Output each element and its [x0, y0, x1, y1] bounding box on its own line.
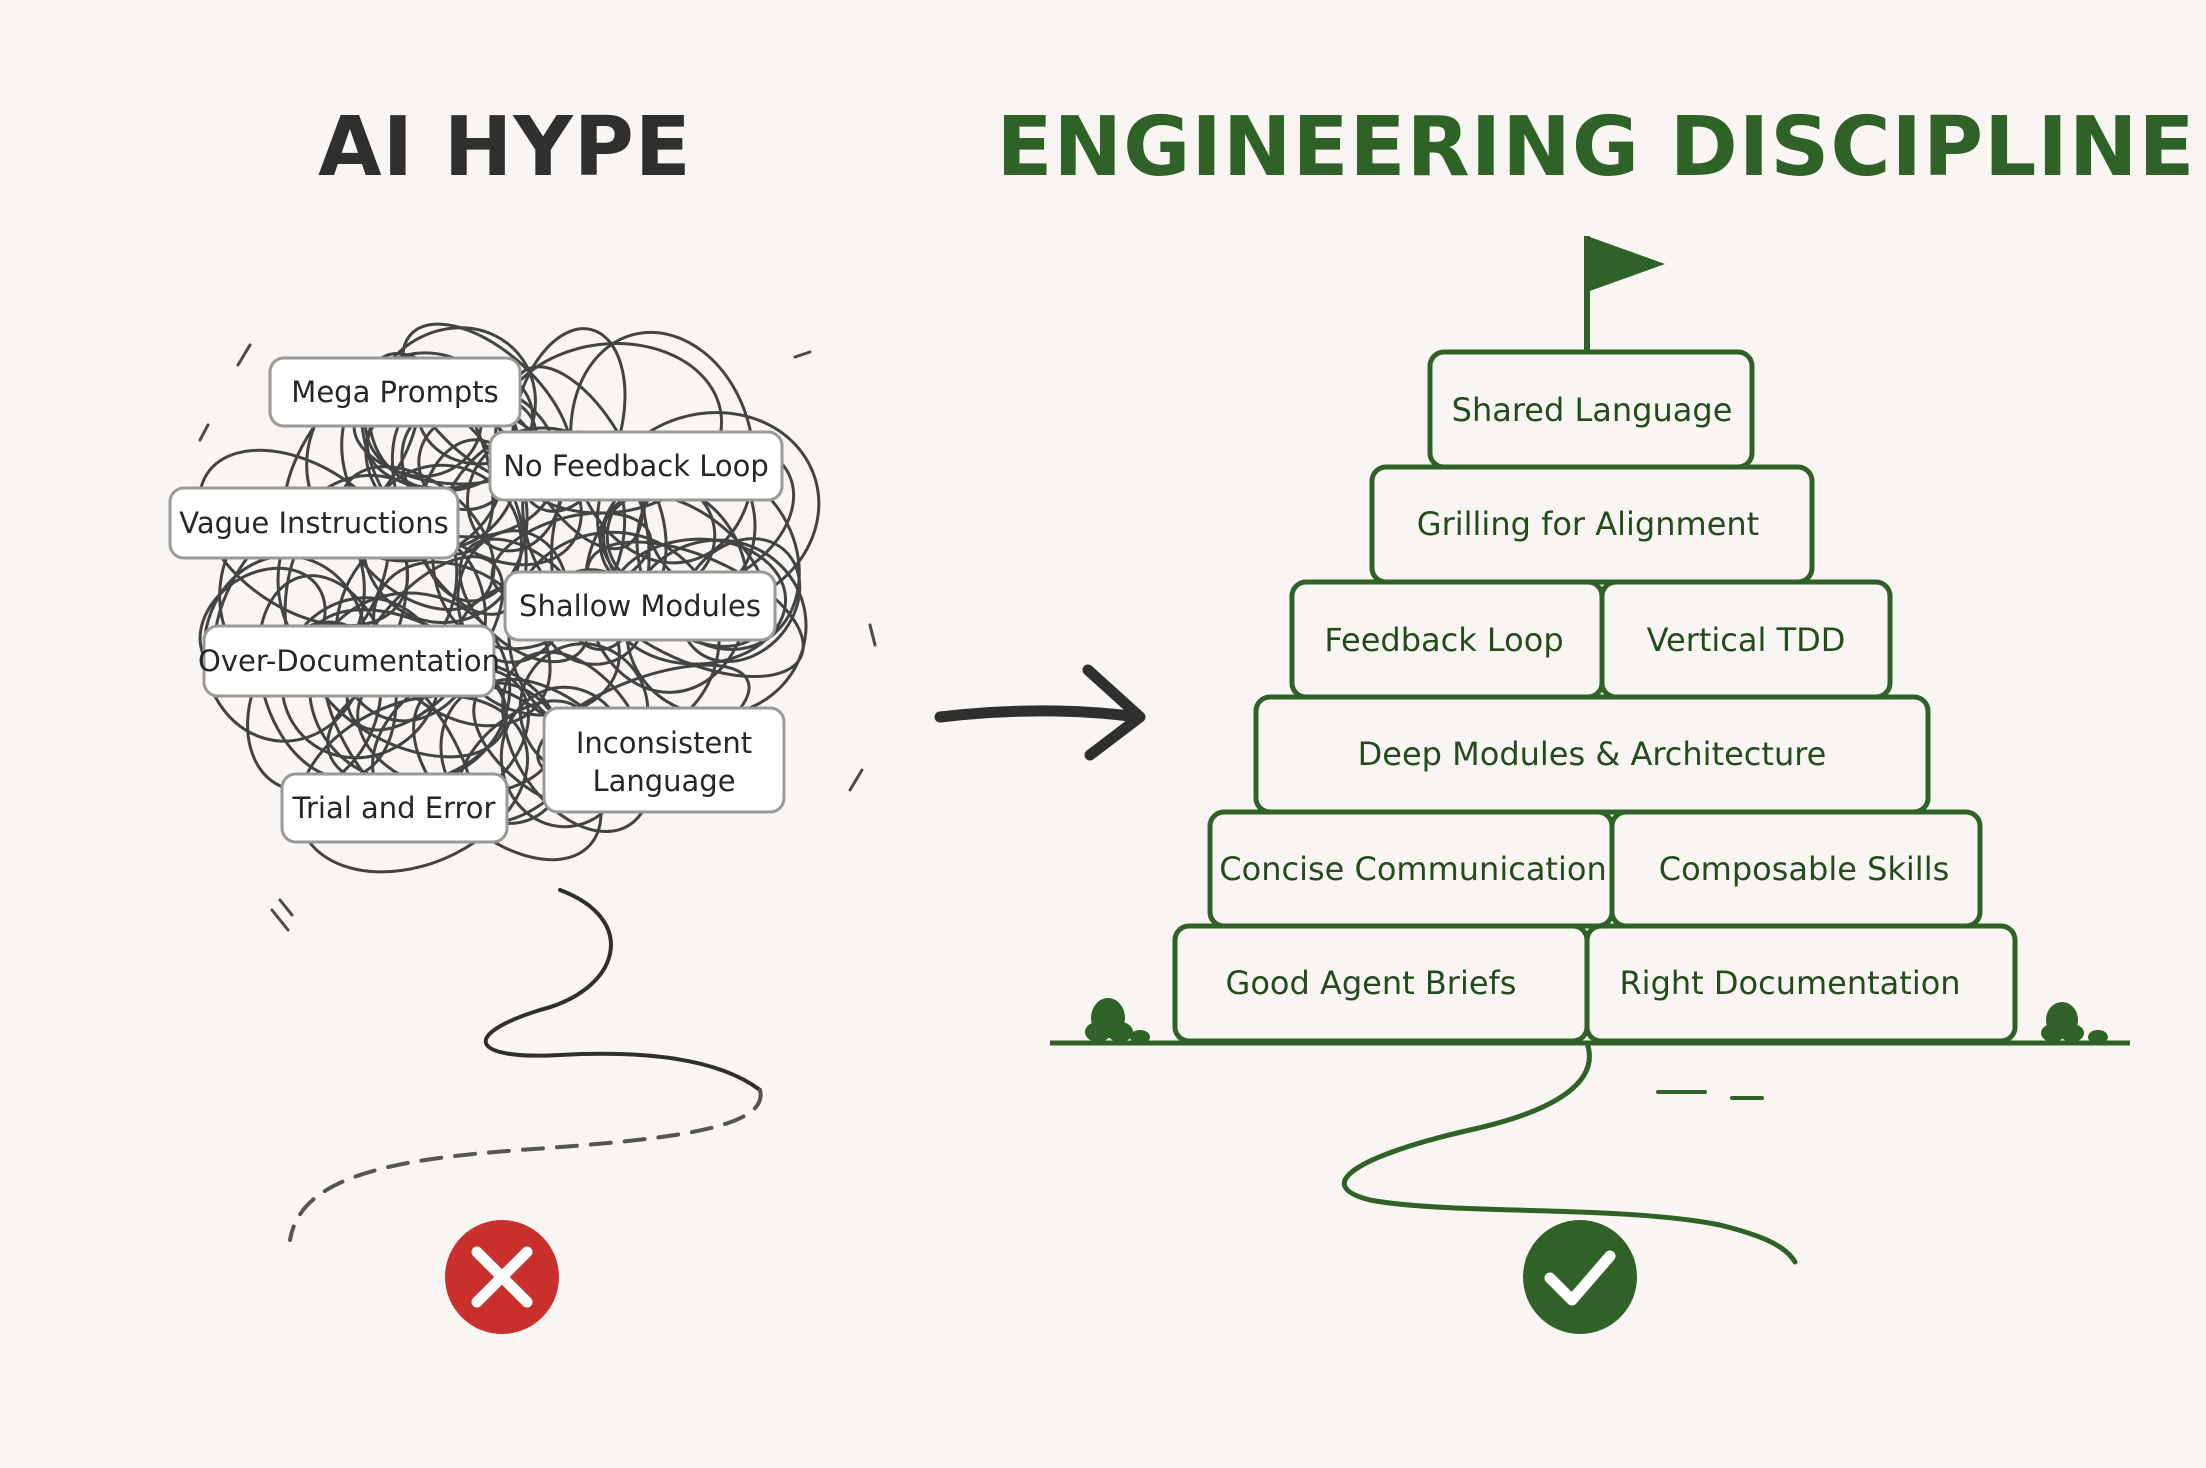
pyramid-block: Right Documentation	[1584, 923, 2018, 1044]
hype-tag-label: No Feedback Loop	[503, 449, 769, 483]
pyramid-block-label: Deep Modules & Architecture	[1358, 735, 1827, 773]
scribble-loop	[198, 448, 410, 628]
hype-tag-label: Shallow Modules	[519, 589, 761, 623]
hype-tag: Mega Prompts	[268, 356, 522, 428]
pyramid-block-label: Feedback Loop	[1324, 621, 1563, 659]
dashed-path	[288, 1088, 763, 1242]
stray-marks	[198, 343, 877, 932]
hype-tag-label: Mega Prompts	[291, 375, 498, 409]
hype-tag: Inconsistent Language	[542, 706, 786, 814]
scribble-loop	[585, 540, 805, 679]
hype-tag-label: Vague Instructions	[179, 506, 449, 540]
bush-icon	[1085, 998, 1150, 1044]
hype-tag: Shallow Modules	[503, 570, 777, 642]
hype-tag: No Feedback Loop	[488, 430, 784, 502]
scribble-loop	[359, 352, 495, 556]
pyramid-block: Concise Communication	[1207, 809, 1615, 929]
pyramid-block-label: Shared Language	[1452, 391, 1733, 429]
pyramid: Good Agent Briefs Right Documentation Co…	[1172, 349, 2018, 1044]
pyramid-block-label: Good Agent Briefs	[1226, 964, 1517, 1002]
pyramid-block: Shared Language	[1427, 349, 1755, 470]
pyramid-block-label: Grilling for Alignment	[1417, 505, 1759, 543]
hype-tag-label: Language	[592, 764, 735, 798]
hype-tag-label: Inconsistent	[576, 726, 752, 760]
tangle-tail	[483, 888, 762, 1092]
pyramid-block: Feedback Loop	[1289, 579, 1605, 700]
pyramid-block: Composable Skills	[1609, 809, 1983, 929]
hype-tag-label: Over-Documentation	[198, 644, 500, 678]
pyramid-block-label: Vertical TDD	[1647, 621, 1846, 659]
hype-tag: Trial and Error	[280, 772, 509, 844]
pyramid-block: Vertical TDD	[1599, 579, 1893, 700]
discipline-title: ENGINEERING DISCIPLINE	[996, 100, 2195, 195]
pyramid-block-label: Composable Skills	[1659, 850, 1950, 888]
pyramid-block: Deep Modules & Architecture	[1253, 694, 1931, 815]
hype-tag: Vague Instructions	[168, 486, 460, 560]
path-dashes	[1656, 1090, 1764, 1100]
check-icon	[1523, 1220, 1637, 1334]
pyramid-block: Grilling for Alignment	[1369, 464, 1815, 585]
right-arrow-icon	[934, 664, 1146, 761]
winding-path	[1341, 1040, 1798, 1265]
pyramid-block-label: Right Documentation	[1619, 964, 1960, 1002]
hype-title: AI HYPE	[318, 100, 692, 195]
scribble-loop	[678, 537, 802, 664]
hype-tag-label: Trial and Error	[292, 791, 496, 825]
hype-tag: Over-Documentation	[198, 624, 500, 698]
pyramid-block: Good Agent Briefs	[1172, 923, 1590, 1044]
cross-icon	[445, 1220, 559, 1334]
pyramid-block-label: Concise Communication	[1219, 850, 1606, 888]
bush-icon	[2041, 1002, 2108, 1044]
flag-icon	[1584, 236, 1665, 352]
